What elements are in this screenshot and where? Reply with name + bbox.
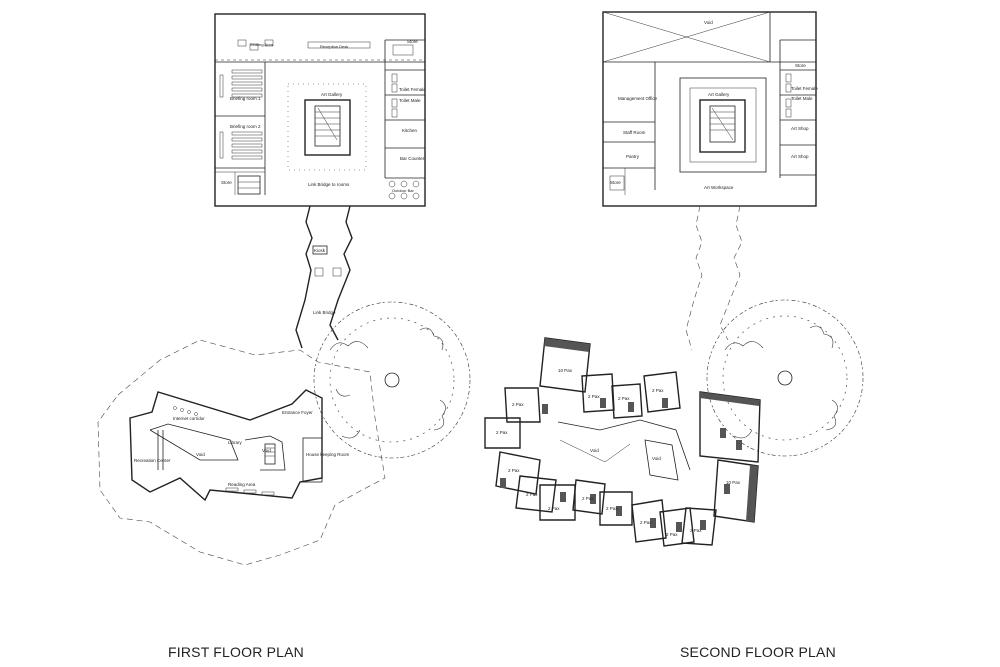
ff-label-outdoor-bar: Outdoor Bar (392, 188, 414, 193)
sf-label-pantry: Pantry (626, 154, 640, 159)
ff-tree-canopy (313, 301, 471, 459)
sf-label-toilet-male: Toilet Male (791, 96, 813, 101)
sf-room-units (484, 337, 761, 547)
ff-label-briefing-room-1: Briefing room 1 (230, 96, 261, 101)
sf-unit-2pax-d: 2 Pax (512, 402, 524, 407)
first-floor-title: FIRST FLOOR PLAN (168, 644, 304, 660)
ff-book-shelves (173, 406, 275, 496)
ff-label-kiosk: Kiosk (314, 248, 326, 253)
sf-unit-2pax-a: 2 Pax (588, 394, 600, 399)
second-floor-plan: Void Store Toilet Female Toilet Male Art… (484, 11, 864, 547)
sf-unit-10pax-right: 10 Pax (726, 480, 741, 485)
sf-label-management-office: Management Office (618, 96, 658, 101)
ff-label-reading-area: Reading Area (228, 482, 256, 487)
sf-label-art-gallery: Art Gallery (708, 92, 730, 97)
ff-label-void-2: Void (262, 448, 271, 453)
sf-label-void-top: Void (704, 20, 713, 25)
sf-unit-2pax-f: 2 Pax (508, 468, 520, 473)
sf-tree-canopy (706, 299, 864, 457)
sf-unit-2pax-k: 2 Pax (640, 520, 652, 525)
ff-label-entrance-foyer: Entrance Foyer (282, 410, 313, 415)
ff-seating-rows (219, 69, 263, 160)
ff-link-bridge (295, 205, 353, 349)
sf-label-art-shop-1: Art Shop (791, 126, 809, 131)
ff-label-store-left: Store (221, 180, 232, 185)
sf-stair-core (699, 99, 746, 153)
sf-unit-10pax-top: 10 Pax (558, 368, 573, 373)
ff-label-art-gallery: Art Gallery (321, 92, 343, 97)
ff-label-kitchen: Kitchen (402, 128, 418, 133)
sf-label-toilet-female: Toilet Female (791, 86, 818, 91)
ff-label-bar-counter: Bar Counter (400, 156, 425, 161)
ff-label-briefing-room-2: Briefing room 2 (230, 124, 261, 129)
ff-main-block (214, 13, 426, 207)
sf-unit-2pax-m: 2 Pax (690, 528, 702, 533)
sf-label-void-side: Void (652, 456, 661, 461)
sf-unit-2pax-i: 2 Pax (582, 496, 594, 501)
ff-label-library: Library (228, 440, 243, 445)
sf-label-staff-room: Staff Room (623, 130, 646, 135)
ff-label-housekeeping: House keeping Room (306, 452, 350, 457)
ff-label-link-bridge-rooms: Link Bridge to rooms (308, 182, 350, 187)
ff-outdoor-tables (388, 180, 420, 200)
ff-label-link-bridge: Link Bridge (313, 310, 336, 315)
sf-label-store: Store (795, 63, 806, 68)
sf-unit-2pax-g: 2 Pax (526, 492, 538, 497)
ff-stair-core (304, 99, 351, 156)
sf-main-block (602, 11, 817, 207)
sf-link-bridge (685, 205, 743, 351)
ff-label-store: Store (407, 39, 418, 44)
first-floor-plan: Seating Area Reception Desk Store Toilet… (97, 13, 471, 566)
sf-label-void-centre: Void (590, 448, 599, 453)
sf-label-art-workspace: Art Workspace (704, 185, 734, 190)
sf-unit-2pax-j: 2 Pax (606, 506, 618, 511)
sf-unit-2pax-h: 2 Pax (548, 506, 560, 511)
ff-label-recreation-center: Recreation Center (134, 458, 171, 463)
sf-label-art-shop-2: Art Shop (791, 154, 809, 159)
sf-unit-2pax-b: 2 Pax (618, 396, 630, 401)
ff-label-internet-corridor: Internet corridor (173, 416, 205, 421)
ff-label-toilet-male: Toilet Male (399, 98, 421, 103)
ff-lower-dashed (97, 339, 386, 566)
second-floor-title: SECOND FLOOR PLAN (680, 644, 836, 660)
ff-label-toilet-female: Toilet Female (399, 87, 426, 92)
sf-label-store-left: Store (610, 180, 621, 185)
ff-label-reception-desk: Reception Desk (320, 44, 348, 49)
sf-unit-2pax-l: 2 Pax (666, 532, 678, 537)
ff-lower-wing (129, 389, 323, 502)
sf-unit-2pax-e: 2 Pax (496, 430, 508, 435)
ff-label-seating-area: Seating Area (250, 42, 274, 47)
ff-label-void-1: Void (196, 452, 205, 457)
sf-unit-2pax-c: 2 Pax (652, 388, 664, 393)
